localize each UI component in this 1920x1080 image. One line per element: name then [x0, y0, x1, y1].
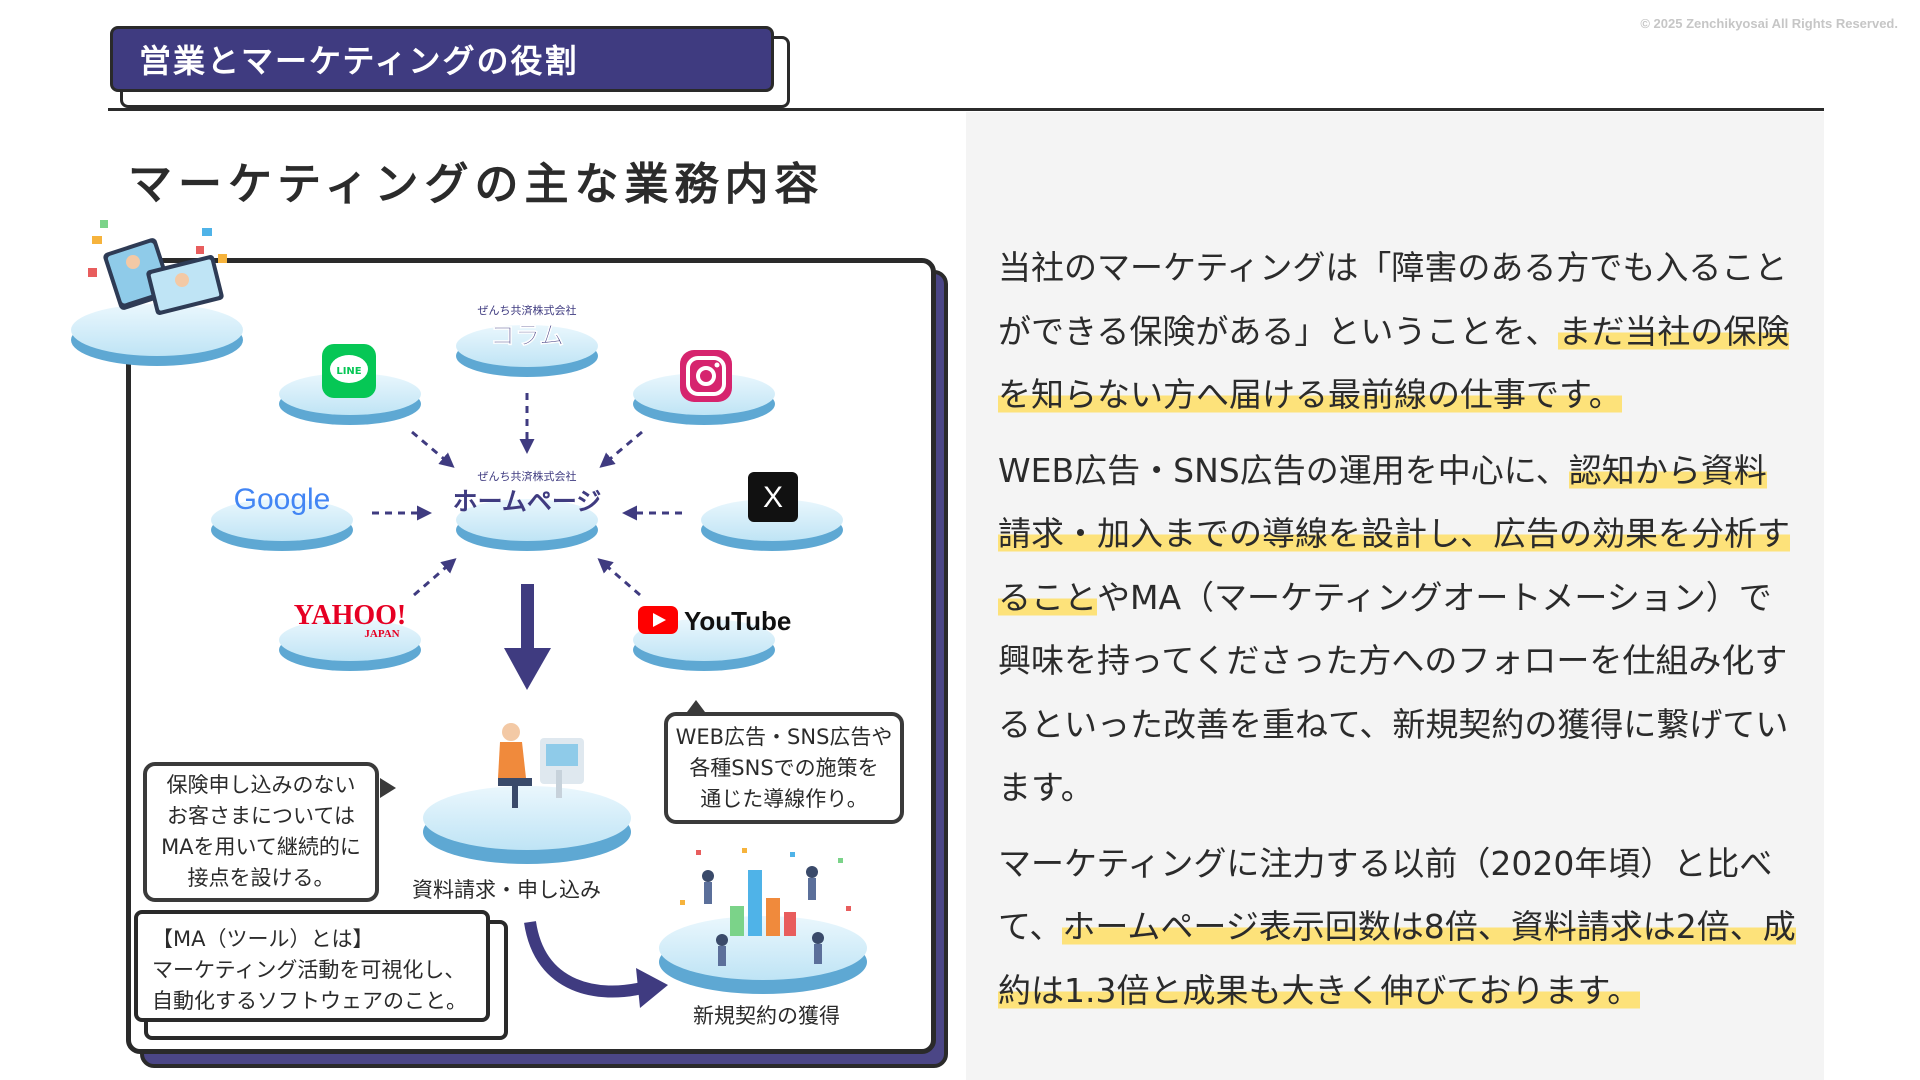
bubble-left-line-4: 接点を設ける。	[187, 866, 335, 890]
line-icon-text: LINE	[336, 366, 361, 377]
column-label: コラム	[490, 321, 564, 350]
paragraph-2-text-b: やMA（マーケティングオートメーション）で興味を持ってくださった方へのフォローを…	[998, 577, 1789, 808]
bubble-right-line-1: WEB広告・SNS広告や	[675, 724, 893, 749]
youtube-logo-text: YouTube	[684, 606, 791, 636]
bubble-left-line-2: お客さまについては	[167, 804, 355, 828]
paragraph-1: 当社のマーケティングは「障害のある方でも入ることができる保険がある」ということを…	[998, 236, 1798, 427]
paragraph-3: マーケティングに注力する以前（2020年頃）と比べて、ホームページ表示回数は8倍…	[998, 832, 1798, 1023]
curved-arrow-line	[524, 920, 644, 998]
online-meeting-illustration	[71, 220, 243, 366]
heading-divider	[108, 108, 1824, 111]
google-logo: Google	[234, 483, 331, 516]
column-platform	[456, 325, 598, 377]
funnel-bubble: WEB広告・SNS広告や 各種SNSでの施策を 通じた導線作り。	[664, 712, 904, 824]
paragraph-3-text: マーケティングに注力する以前（2020年頃）と比べて、	[998, 843, 1773, 947]
bubble-right-line-3: 通じた導線作り。	[700, 786, 868, 811]
ma-definition-title: 【MA（ツール）とは】	[152, 927, 374, 951]
company-label-homepage: ぜんち共済株式会社	[478, 469, 577, 483]
ma-definition-line-1: マーケティング活動を可視化し、	[152, 958, 466, 982]
homepage-label: ホームページ	[453, 487, 602, 516]
x-logo-text: X	[763, 481, 783, 514]
yahoo-japan-label: JAPAN	[364, 628, 399, 640]
ma-followup-bubble: 保険申し込みのない お客さまについては MAを用いて継続的に 接点を設ける。	[143, 762, 379, 902]
page-title: マーケティングの主な業務内容	[128, 159, 825, 210]
yahoo-logo: YAHOO!	[294, 600, 407, 631]
paragraph-3-highlight: ホームページ表示回数は8倍、資料請求は2倍、成約は1.3倍と成果も大きく伸びてお…	[998, 907, 1796, 1010]
ma-definition-box: 【MA（ツール）とは】 マーケティング活動を可視化し、 自動化するソフトウェアの…	[134, 910, 490, 1022]
document-request-illustration	[423, 723, 631, 864]
ma-definition-line-2: 自動化するソフトウェアのこと。	[152, 989, 467, 1013]
yahoo-platform	[279, 619, 421, 671]
paragraph-2: WEB広告・SNS広告の運用を中心に、認知から資料請求・加入までの導線を設計し、…	[998, 439, 1798, 820]
line-icon: LINE	[322, 344, 376, 398]
paragraph-2-text-a: WEB広告・SNS広告の運用を中心に、	[998, 450, 1569, 490]
google-platform	[211, 499, 353, 551]
bubble-left-pointer	[380, 778, 396, 798]
bubble-left-line-3: MAを用いて継続的に	[161, 835, 361, 859]
section-heading: 営業とマーケティングの役割	[110, 26, 774, 92]
marketing-flow-diagram: ぜんち共済株式会社 コラム ぜんち共済株式会社 ホームページ LINE Goog…	[71, 220, 867, 1008]
x-logo-icon: X	[748, 472, 798, 522]
bubble-left-line-1: 保険申し込みのない	[166, 773, 356, 797]
new-contract-caption: 新規契約の獲得	[693, 1004, 840, 1028]
inflow-arrows	[372, 393, 682, 597]
document-request-caption: 資料請求・申し込み	[412, 878, 601, 902]
copyright-text: © 2025 Zenchikyosai All Rights Reserved.	[1640, 16, 1898, 31]
paragraph-1-text: 当社のマーケティングは「障害のある方でも入ることができる保険がある」ということを…	[998, 248, 1788, 351]
curved-arrow-icon	[636, 968, 668, 1008]
youtube-logo-icon	[638, 606, 678, 634]
body-text: 当社のマーケティングは「障害のある方でも入ることができる保険がある」ということを…	[998, 236, 1798, 1034]
new-contract-illustration	[659, 848, 867, 994]
company-label-column: ぜんち共済株式会社	[478, 303, 577, 317]
instagram-icon	[680, 350, 732, 402]
bubble-right-line-2: 各種SNSでの施策を	[689, 755, 879, 780]
homepage-platform	[456, 499, 598, 551]
down-arrow-icon	[504, 584, 551, 690]
